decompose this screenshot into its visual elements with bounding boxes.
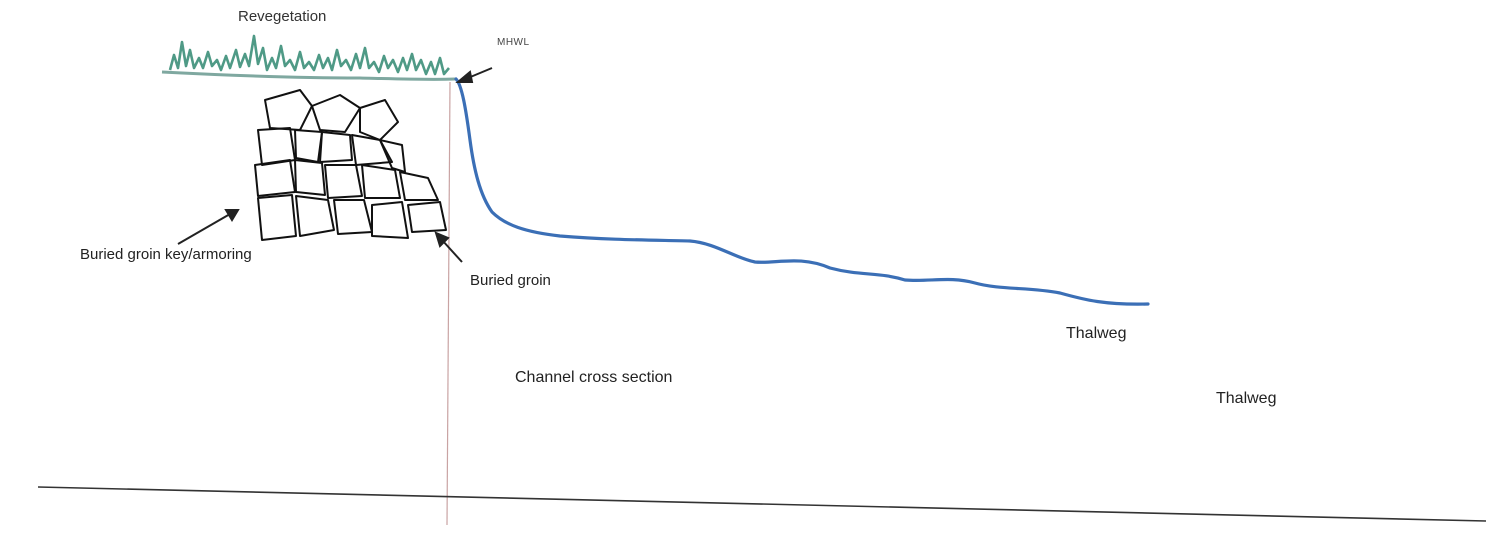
- stone: [333, 199, 373, 235]
- stone: [311, 94, 361, 133]
- ground-line: [161, 70, 456, 81]
- revegetation-squiggle: [168, 34, 450, 76]
- stone: [295, 195, 335, 237]
- buried-groin-key-arrow: [177, 209, 240, 245]
- stone: [257, 194, 297, 241]
- buried-groin-arrow: [434, 231, 463, 263]
- buried-groin-key-label: Buried groin key/armoring: [80, 246, 252, 263]
- channel-cross-section-label: Channel cross section: [515, 369, 673, 386]
- stone: [379, 139, 406, 173]
- stone: [264, 89, 313, 131]
- mhwl-label: MHWL: [497, 37, 530, 48]
- stone: [371, 201, 409, 239]
- stone: [294, 129, 323, 163]
- channel-profile-line: [454, 77, 1150, 306]
- thalweg-label-secondary: Thalweg: [1216, 390, 1277, 407]
- stone: [407, 201, 447, 233]
- stone: [351, 134, 393, 166]
- stone-armoring: [254, 89, 447, 241]
- mhwl-arrow: [455, 67, 493, 83]
- buried-groin-label: Buried groin: [470, 272, 551, 289]
- stone: [399, 171, 439, 201]
- groin-divider-line: [446, 81, 451, 526]
- arrows: [177, 67, 493, 263]
- stone: [294, 159, 326, 196]
- stone: [324, 164, 363, 199]
- stone: [254, 159, 296, 197]
- stone: [361, 164, 401, 199]
- baseline: [37, 486, 1486, 522]
- stone: [359, 99, 399, 141]
- revegetation-label: Revegetation: [238, 8, 327, 25]
- thalweg-label-primary: Thalweg: [1066, 325, 1127, 342]
- stone: [319, 131, 353, 163]
